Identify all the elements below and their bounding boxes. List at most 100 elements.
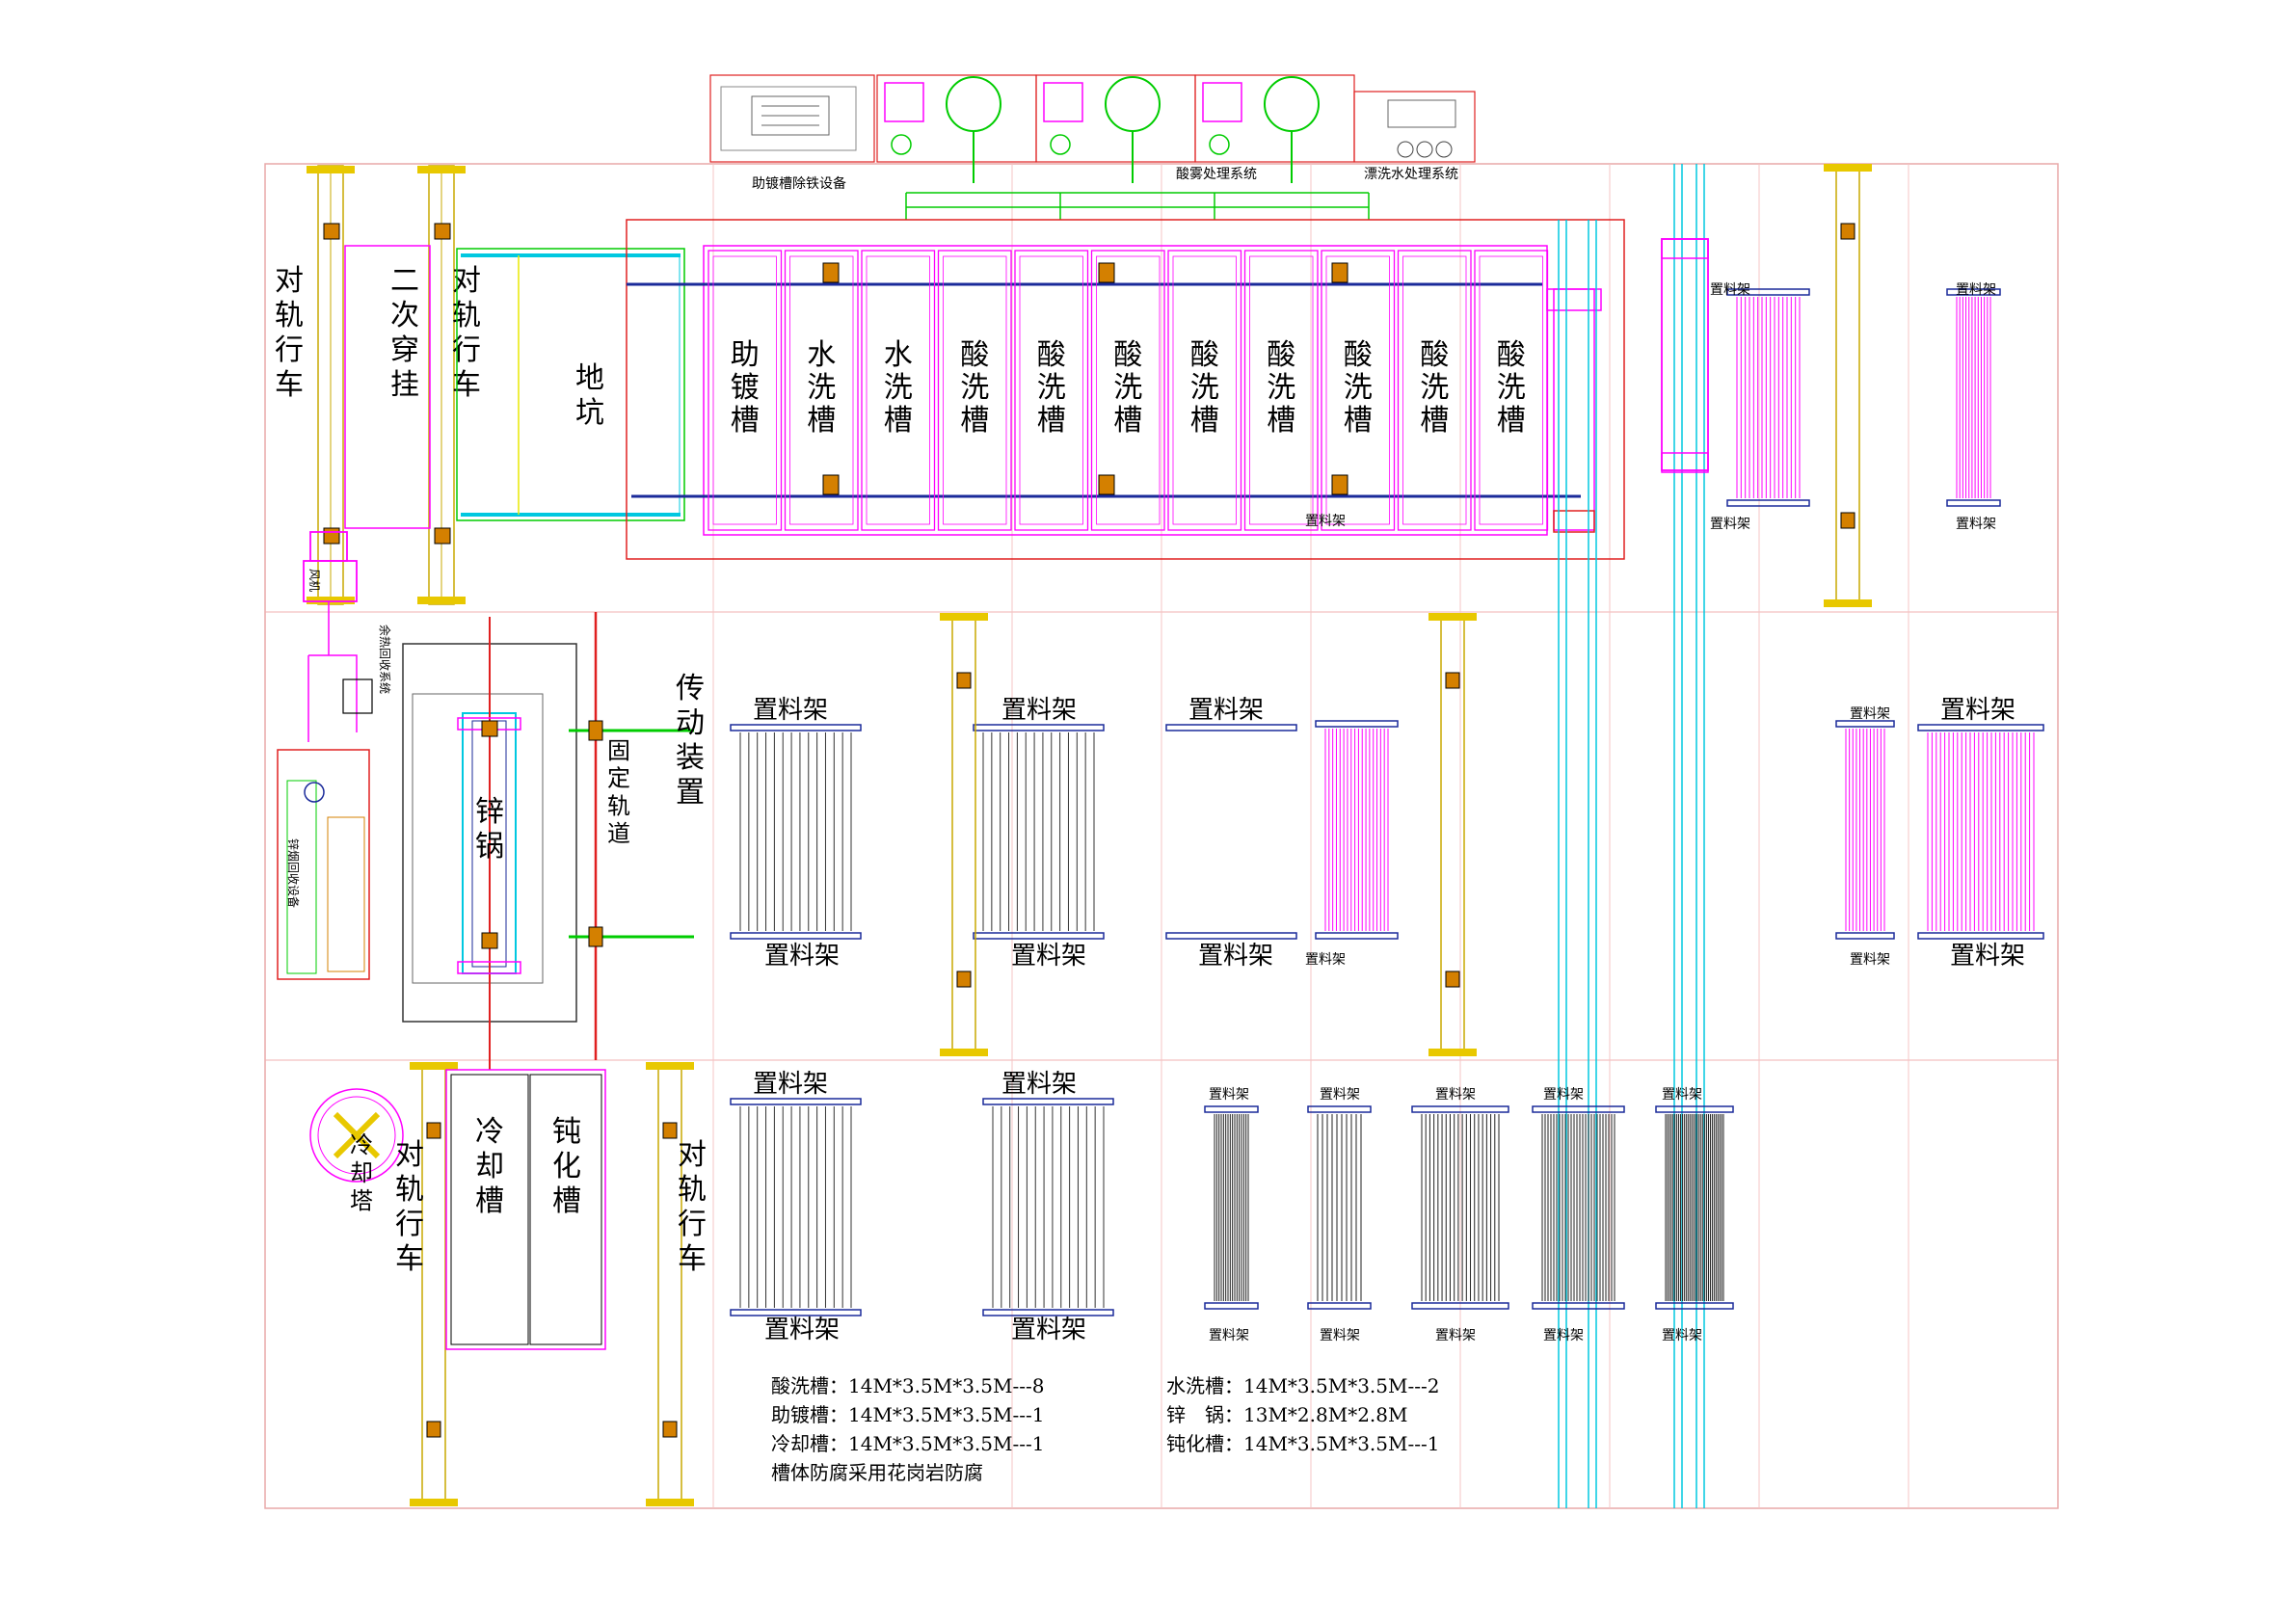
crane-left-top-label: 对轨行车 [275,264,304,402]
crane-mid-bay-2 [1428,613,1477,1056]
overhead-tracks [1558,164,1705,1508]
crane-bottom-left-label: 对轨行车 [395,1138,424,1276]
tank-label: 酸洗槽 [1037,338,1066,438]
rack-label: 置料架 [1320,1328,1360,1343]
material-rack [1946,288,2001,507]
rack-label: 置料架 [1543,1087,1584,1103]
tank-8: 酸洗槽 [1243,250,1319,531]
tank-9: 酸洗槽 [1321,250,1396,531]
rack-label: 置料架 [753,1070,828,1099]
crane-right-top [1824,164,1872,607]
crane-mid-top-structure [417,165,466,605]
pit-outline [456,248,685,521]
spec-note-left-4: 槽体防腐采用花岗岩防腐 [771,1461,983,1484]
tank-3: 水洗槽 [861,250,936,531]
cooling-passivation-tanks [445,1069,606,1350]
tank-label: 酸洗槽 [960,338,989,438]
tank-7: 酸洗槽 [1167,250,1242,531]
rack-label: 置料架 [1188,696,1264,725]
rack-label: 置料架 [1850,952,1890,968]
crane-bottom-left-structure [410,1062,458,1506]
hoist-icon [1331,262,1348,283]
tank-4: 酸洗槽 [937,250,1012,531]
material-rack [1307,1105,1372,1310]
fan-label: 风机 [307,569,321,592]
hoist-icon [822,474,840,495]
rack-label: 置料架 [1940,696,2016,725]
rack-label: 置料架 [1209,1087,1249,1103]
hoist-icon [822,262,840,283]
spec-note-right-3: 钝化槽：14M*3.5M*3.5M---1 [1166,1432,1440,1455]
material-rack [1532,1105,1625,1310]
material-rack [982,1098,1114,1316]
crane-left-top-structure [307,165,355,605]
cooling-tower [309,1088,404,1183]
rack-label: 置料架 [1435,1087,1476,1103]
spec-note-right-2: 锌 锅：13M*2.8M*2.8M [1166,1403,1408,1426]
rack-label: 置料架 [1198,942,1273,971]
rack-label: 置料架 [764,942,840,971]
crane-mid-bay-1 [940,613,988,1056]
tank-11: 酸洗槽 [1474,250,1549,531]
material-rack [1917,724,2044,940]
material-rack [1165,724,1297,940]
material-rack [730,1098,862,1316]
rack-label: 置料架 [1956,282,1996,298]
rack-label: 置料架 [1850,706,1890,722]
material-rack [730,724,862,940]
hoist-icon [1331,474,1348,495]
rack-label: 置料架 [1956,517,1996,532]
rack-label: 置料架 [764,1316,840,1344]
spec-note-left-2: 助镀槽：14M*3.5M*3.5M---1 [771,1403,1045,1426]
rack-label: 置料架 [1662,1087,1702,1103]
waste-heat-label: 余热回收系统 [378,625,392,694]
rack-label: 置料架 [1011,942,1086,971]
rack-label: 置料架 [753,696,828,725]
second-hang-label: 二次穿挂 [390,264,419,402]
pit-label: 地坑 [575,361,604,430]
material-rack [973,724,1105,940]
rack-label: 置料架 [1001,696,1077,725]
racks-group: 置料架置料架置料架置料架置料架置料架置料架置料架置料架置料架置料架置料架置料架置… [730,282,2044,1344]
crane-bottom-mid-label: 对轨行车 [678,1138,707,1276]
material-rack [1655,1105,1734,1310]
tank-label: 酸洗槽 [1190,338,1219,438]
tank-label: 酸洗槽 [1267,338,1295,438]
zinc-pot-enclosure [402,617,577,1070]
rack-label: 置料架 [1001,1070,1077,1099]
tank-label: 水洗槽 [884,338,913,438]
rack-label: 置料架 [1710,282,1750,298]
rack-label: 置料架 [1320,1087,1360,1103]
rack-label: 置料架 [1662,1328,1702,1343]
transmission-label: 传动装置 [676,672,705,810]
tank-2: 水洗槽 [784,250,859,531]
rack-label: 置料架 [1435,1328,1476,1343]
fixed-track-label: 固定轨道 [607,737,630,847]
cooling-tank-label: 冷却槽 [475,1115,504,1218]
spec-note-left-3: 冷却槽：14M*3.5M*3.5M---1 [771,1432,1045,1455]
rack-label: 置料架 [1305,952,1346,968]
rack-label: 置料架 [1543,1328,1584,1343]
material-rack [1726,288,1810,507]
spec-note-right-1: 水洗槽：14M*3.5M*3.5M---2 [1166,1374,1440,1397]
tank-6: 酸洗槽 [1090,250,1165,531]
rack-label: 置料架 [1011,1316,1086,1344]
rack-label: 置料架 [1305,514,1346,529]
rack-label: 置料架 [1710,517,1750,532]
tank-10: 酸洗槽 [1397,250,1472,531]
hoist-icon [1098,262,1115,283]
top-equipment [709,74,1476,220]
tank-label: 酸洗槽 [1497,338,1526,438]
tank-label: 酸洗槽 [1113,338,1142,438]
material-rack [1835,720,1895,940]
spec-note-left-1: 酸洗槽：14M*3.5M*3.5M---8 [771,1374,1045,1397]
material-rack [1411,1105,1509,1310]
cooling-tower-label: 冷却塔 [350,1131,373,1214]
rack-label: 置料架 [1209,1328,1249,1343]
tank-label: 助镀槽 [731,338,760,438]
hoist-icon [1098,474,1115,495]
tank-1: 助镀槽 [707,250,783,531]
crane-bottom-mid-structure [646,1062,694,1506]
rinse-water-label: 漂洗水处理系统 [1364,167,1458,182]
zinc-fume-and-heat-recovery [277,531,373,980]
